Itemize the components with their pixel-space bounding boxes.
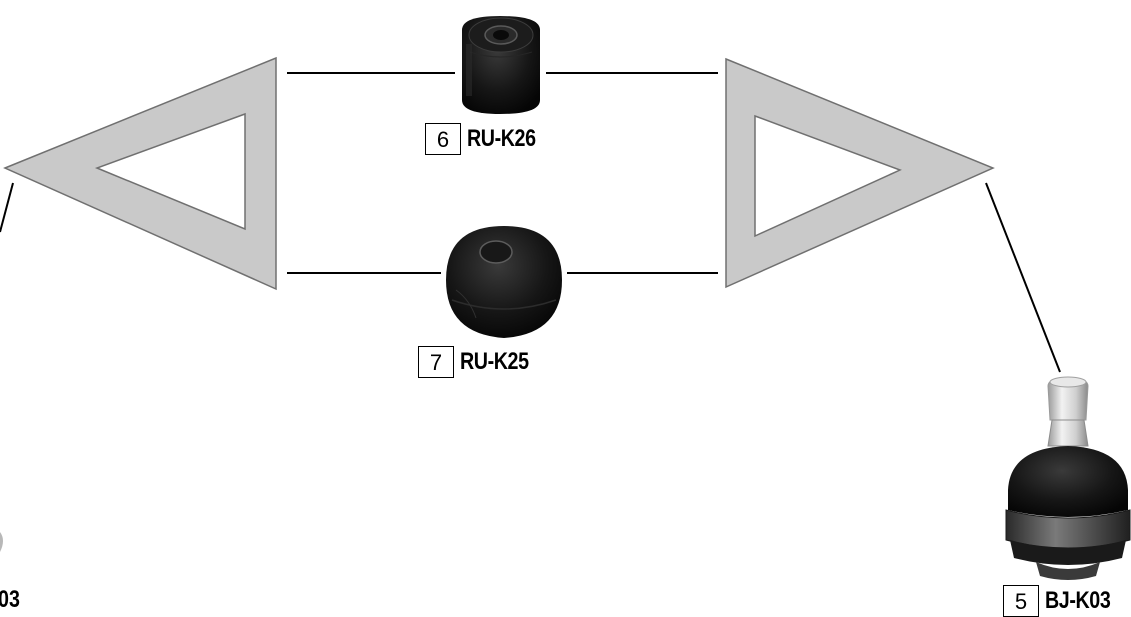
cylindrical-bushing-icon	[462, 16, 540, 114]
part-label-7: 7 RU-K25	[418, 346, 544, 378]
partial-left-part-icon	[0, 532, 3, 552]
partial-part-code: 03	[0, 586, 20, 613]
part-code: RU-K26	[467, 125, 536, 152]
part-number-box: 7	[418, 346, 454, 378]
part-label-5: 5 BJ-K03	[1003, 585, 1125, 617]
connector-line-right-diagonal	[985, 182, 1061, 373]
right-control-arm	[725, 57, 995, 289]
part-number-box: 6	[425, 123, 461, 155]
part-code: BJ-K03	[1045, 587, 1111, 614]
connector-lines	[0, 72, 1061, 373]
part-number-box: 5	[1003, 585, 1039, 617]
ball-joint-icon	[1005, 376, 1131, 580]
part-code: RU-K25	[460, 348, 529, 375]
connector-line-left-diagonal	[0, 182, 14, 233]
left-control-arm	[3, 56, 277, 291]
part-label-6: 6 RU-K26	[425, 123, 551, 155]
left-arm-shape	[3, 56, 277, 291]
right-arm-shape	[725, 57, 995, 289]
round-bushing-icon	[446, 226, 562, 338]
